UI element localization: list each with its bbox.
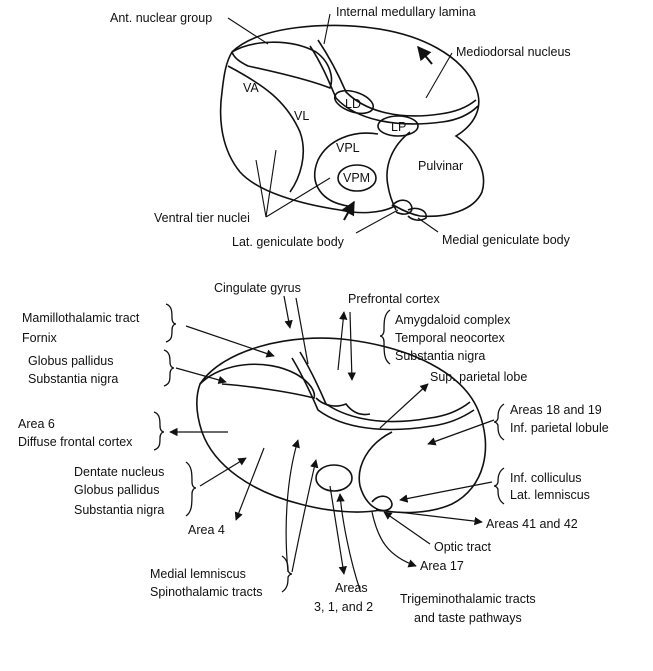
top-internal-medullary-lamina-2 — [309, 45, 479, 125]
bottom-vpm-oval — [315, 464, 353, 492]
spinothalamic-tracts-label: Spinothalamic tracts — [150, 585, 263, 599]
top-arrow-dorsal — [417, 45, 433, 65]
lp-label: LP — [391, 120, 406, 134]
brace-mamillothalamic — [165, 303, 177, 343]
medial-lemniscus-label: Medial lemniscus — [150, 567, 246, 581]
brace-inf-colliculus — [493, 467, 505, 505]
substantia-nigra-top-label: Substantia nigra — [395, 349, 485, 363]
top-internal-medullary-lamina-1 — [317, 39, 477, 117]
sup-parietal-lobe-label: Sup. parietal lobe — [430, 370, 527, 384]
amygdaloid-complex-label: Amygdaloid complex — [395, 313, 511, 327]
top-va-vl-border — [227, 65, 304, 193]
globus-pallidus-lower-label: Globus pallidus — [74, 483, 159, 497]
lat-geniculate-body-label: Lat. geniculate body — [232, 235, 345, 249]
vpm-label: VPM — [343, 171, 370, 185]
areas-3-1-2-label-line1: Areas — [335, 581, 368, 595]
trigeminothalamic-tracts-label: Trigeminothalamic tracts — [400, 592, 536, 606]
areas-18-19-label: Areas 18 and 19 — [510, 403, 602, 417]
cingulate-gyrus-label: Cingulate gyrus — [214, 281, 301, 295]
bottom-lamina-loop — [315, 397, 371, 416]
ventral-tier-nuclei-label: Ventral tier nuclei — [154, 211, 250, 225]
vpl-label: VPL — [336, 141, 360, 155]
prefrontal-cortex-label: Prefrontal cortex — [348, 292, 440, 306]
medial-geniculate-body-label: Medial geniculate body — [442, 233, 571, 247]
optic-tract-label: Optic tract — [434, 540, 491, 554]
mamillothalamic-tract-label: Mamillothalamic tract — [22, 311, 140, 325]
brace-medial-lemniscus — [281, 555, 293, 593]
bottom-arrows — [169, 295, 495, 591]
globus-pallidus-upper-label: Globus pallidus — [28, 354, 113, 368]
bottom-anterior-lobe — [199, 363, 316, 399]
area-4-label: Area 4 — [188, 523, 225, 537]
bottom-pulvinar-boundary — [358, 431, 393, 511]
top-arrow-ventral — [341, 200, 355, 221]
top-ld-nucleus — [333, 89, 375, 115]
substantia-nigra-low-label: Substantia nigra — [74, 503, 164, 517]
fornix-label: Fornix — [22, 331, 57, 345]
top-leader-lines — [227, 13, 453, 234]
areas-41-42-label: Areas 41 and 42 — [486, 517, 578, 531]
top-vpl-boundary — [313, 132, 379, 207]
inf-parietal-lobule-label: Inf. parietal lobule — [510, 421, 609, 435]
taste-pathways-label: and taste pathways — [414, 611, 522, 625]
brace-dentate — [185, 461, 197, 517]
bottom-braces — [153, 303, 505, 593]
bottom-thalamus-figure — [196, 337, 487, 514]
ld-label: LD — [345, 97, 361, 111]
area-6-label: Area 6 — [18, 417, 55, 431]
brace-amygdaloid — [379, 309, 391, 365]
top-medial-geniculate-bump — [407, 207, 427, 221]
top-lp-nucleus — [377, 115, 419, 137]
bottom-internal-medullary-lamina-2 — [291, 357, 475, 431]
va-label: VA — [243, 81, 259, 95]
dentate-nucleus-label: Dentate nucleus — [74, 465, 164, 479]
top-thalamus-figure — [219, 24, 485, 221]
diffuse-frontal-cortex-label: Diffuse frontal cortex — [18, 435, 133, 449]
vl-label: VL — [294, 109, 309, 123]
top-ant-nuclear-lobe — [231, 41, 333, 90]
top-arrows — [341, 45, 433, 221]
internal-medullary-lamina-label: Internal medullary lamina — [336, 5, 476, 19]
brace-area6 — [153, 411, 165, 451]
mediodorsal-nucleus-label: Mediodorsal nucleus — [456, 45, 571, 59]
top-thalamus-outline — [219, 24, 485, 218]
bottom-thalamus-outline — [196, 337, 487, 514]
area-17-label: Area 17 — [420, 559, 464, 573]
brace-globus — [163, 349, 175, 387]
top-vpm-nucleus — [337, 164, 377, 192]
bottom-internal-medullary-lamina-1 — [299, 351, 471, 423]
pulvinar-label: Pulvinar — [418, 159, 463, 173]
temporal-neocortex-label: Temporal neocortex — [395, 331, 506, 345]
inf-colliculus-label: Inf. colliculus — [510, 471, 582, 485]
areas-3-1-2-label-line2: 3, 1, and 2 — [314, 600, 373, 614]
lat-lemniscus-label: Lat. lemniscus — [510, 488, 590, 502]
bottom-geniculate-bump — [371, 495, 393, 512]
brace-areas-18-19 — [493, 403, 505, 441]
top-pulvinar-boundary — [386, 131, 411, 211]
ant-nuclear-group-label: Ant. nuclear group — [110, 11, 212, 25]
substantia-nigra-mid-label: Substantia nigra — [28, 372, 118, 386]
